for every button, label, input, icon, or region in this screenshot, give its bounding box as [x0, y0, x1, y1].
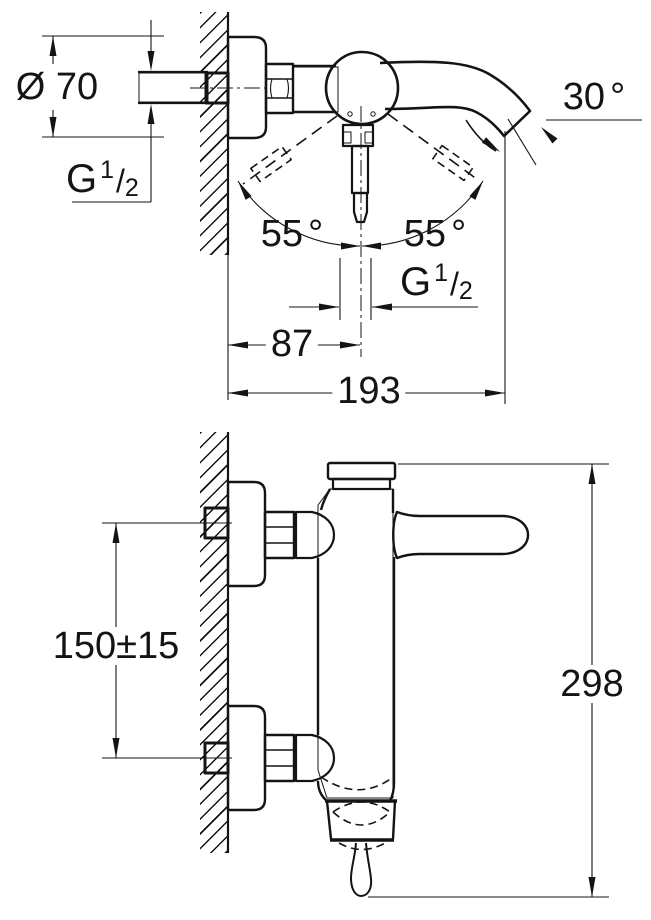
arrowhead: [112, 738, 120, 758]
body-fill: [317, 488, 394, 799]
outlet-side: [325, 800, 333, 840]
arrowhead: [228, 389, 248, 397]
ghost-grip-left: [250, 145, 292, 183]
arrowhead: [588, 877, 596, 897]
degree-sign: °: [308, 213, 324, 255]
ghost-grip-right: [432, 144, 474, 182]
arrowhead: [49, 117, 57, 137]
arrowhead: [588, 464, 596, 484]
hex-nut-lower: [263, 733, 296, 783]
thread-denominator: 2: [458, 277, 473, 305]
wall-flange-upper: [226, 480, 267, 588]
arrowhead: [340, 341, 360, 349]
angle-value: 55: [403, 213, 447, 255]
degree-sign: °: [451, 213, 467, 255]
thread-slash: /: [450, 266, 459, 302]
cartridge-circle: [324, 50, 400, 126]
arrowhead: [49, 36, 57, 56]
handle-hub-band: [342, 131, 352, 144]
union-ball-lower: [294, 733, 336, 783]
side-view: [102, 432, 609, 898]
swivel-arrow-arc: [465, 119, 497, 152]
angle-slant-line: [507, 118, 537, 166]
arrowhead: [469, 181, 483, 200]
dim-label-spout-angle: 30°: [563, 78, 625, 116]
arrowhead: [319, 303, 339, 311]
handle-shaft: [350, 144, 370, 195]
wall-flange-lower: [226, 704, 267, 812]
angle-value: 55: [260, 213, 304, 255]
body-left-edge: [319, 488, 332, 511]
cap-ring: [331, 477, 392, 491]
union-ball-upper: [294, 510, 336, 560]
mousseur-dashed: [332, 801, 391, 826]
arrowhead: [112, 523, 120, 543]
arrowhead: [341, 242, 360, 250]
hex-nut-facet: [269, 78, 290, 99]
wall-hatch-top-view: [200, 12, 228, 255]
hex-nut-upper: [263, 510, 296, 560]
thread-prefix: G: [400, 260, 432, 304]
dim-label-swing-right: 55°: [404, 215, 466, 253]
cartridge-dot: [370, 111, 376, 117]
handle-ghost-right: [387, 113, 479, 182]
top-view: [42, 12, 642, 404]
dim-label-87: 87: [265, 325, 319, 363]
dim-label-193: 193: [332, 372, 406, 410]
dim-label-150: 150±15: [47, 627, 185, 665]
internal-dome-dashed: [320, 776, 393, 791]
lever-handle-top: [341, 123, 375, 224]
thread-prefix: G: [66, 157, 98, 201]
arrowhead: [481, 137, 500, 152]
ghost-line-left: [242, 115, 338, 185]
thread-denominator: 2: [124, 174, 139, 202]
cartridge-cap: [326, 461, 397, 481]
angle-value: 30: [562, 76, 606, 118]
spout: [379, 60, 532, 138]
arrowhead: [147, 51, 155, 71]
cartridge-dot: [347, 111, 353, 117]
lever-handle-side: [392, 510, 530, 560]
outlet-side: [391, 800, 397, 840]
dim-label-swing-left: 55°: [261, 215, 323, 253]
dim-label-flange-diameter: Ø 70: [10, 68, 104, 106]
arrowhead: [541, 127, 558, 144]
body-right-edge: [388, 557, 396, 802]
handle-hub-band: [364, 131, 374, 144]
dim-label-298: 298: [555, 665, 629, 703]
wall-hatch-side-view: [200, 432, 228, 853]
arrowhead: [147, 104, 155, 124]
arrowhead: [485, 389, 505, 397]
arrowhead: [228, 341, 248, 349]
arrowhead: [372, 303, 392, 311]
thread-numerator: 1: [100, 156, 115, 184]
degree-sign: °: [610, 76, 626, 118]
water-drop: [350, 842, 373, 897]
handle-blade: [352, 191, 369, 224]
ghost-line-right: [387, 113, 479, 181]
thread-numerator: 1: [434, 259, 449, 287]
wall-flange: [226, 35, 268, 140]
outlet-arc-dashed: [338, 842, 386, 851]
handle-ghost-left: [242, 115, 338, 185]
arrowhead: [362, 242, 381, 250]
arrowhead: [238, 181, 252, 200]
thread-slash: /: [116, 163, 125, 199]
